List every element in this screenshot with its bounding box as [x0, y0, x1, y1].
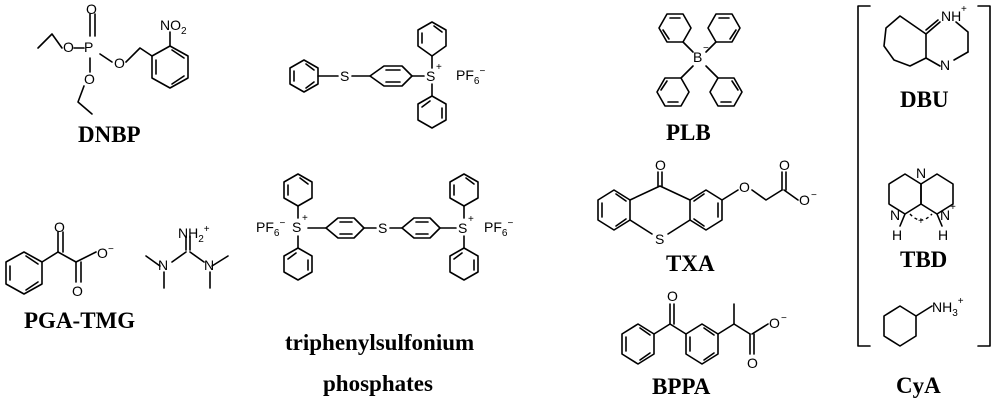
- bppa-name: BPPA: [652, 374, 711, 399]
- bppa-carbonyl-oxygen-label: O: [747, 355, 758, 371]
- bppa-structure: O O O − BPPA: [621, 288, 787, 399]
- dnbp-oxygen-label-1: O: [63, 39, 74, 55]
- dnbp-phosphorus-label: P: [84, 39, 93, 55]
- tps-thioether-label: S: [340, 68, 349, 84]
- tbd-name: TBD: [900, 247, 947, 272]
- txa-ether-oxygen-label: O: [739, 179, 750, 195]
- cya-structure: NH3+ CyA: [883, 296, 964, 398]
- tps-sulfonium-label: S: [426, 68, 435, 84]
- plb-boron-label: B: [693, 49, 702, 65]
- tbd-hydrogen-left-label: H: [892, 227, 902, 243]
- bis-tps-pf6-left-label: PF6−: [256, 218, 285, 239]
- dnbp-oxygen-label-3: O: [84, 71, 95, 87]
- dbu-plus-charge: +: [961, 4, 967, 15]
- tmg-nitrogen-label-2: N: [204, 257, 214, 273]
- dnbp-oxygen-label-4: O: [114, 55, 125, 71]
- bis-tps-sulfonium-left-charge: +: [302, 213, 308, 224]
- bppa-ketone-oxygen-label: O: [667, 288, 678, 304]
- tbd-structure: N N N + + H H TBD: [888, 165, 956, 272]
- plb-boron-charge: −: [703, 43, 709, 54]
- bppa-carboxylate-oxygen-label: O: [769, 315, 780, 331]
- txa-carbonyl-oxygen-label: O: [779, 157, 790, 173]
- dbu-amine-label: N: [940, 57, 950, 73]
- bis-tps-sulfonium-right-label: S: [458, 220, 467, 236]
- bis-tps-sulfonium-left-label: S: [292, 219, 301, 235]
- pga-oxygen-label-2: O: [72, 283, 83, 299]
- pga-tmg-name: PGA-TMG: [24, 308, 135, 333]
- triphenylsulfonium-pf6-structure: S S + PF6−: [289, 21, 485, 129]
- tbd-nitrogen-left-label: N: [890, 207, 900, 223]
- txa-structure: O S O O O − TXA: [597, 157, 817, 276]
- bis-tps-pf6-right-label: PF6−: [484, 218, 513, 239]
- plb-structure: B − PLB: [656, 13, 743, 145]
- bis-tps-thioether-label: S: [378, 220, 387, 236]
- tbd-plus-charge-center: +: [918, 216, 924, 227]
- txa-name: TXA: [666, 251, 715, 276]
- dnbp-name: DNBP: [78, 122, 141, 147]
- pga-oxygen-label-3: O: [97, 245, 108, 261]
- cya-ammonium-label: NH3+: [932, 296, 964, 319]
- tmg-ammonium-label: NH2+: [178, 224, 210, 245]
- superbase-bracket: [857, 5, 991, 347]
- tbd-bridgehead-nitrogen-label: N: [916, 165, 926, 181]
- tmg-nitrogen-label-1: N: [158, 257, 168, 273]
- cya-name: CyA: [896, 373, 941, 398]
- pga-oxygen-label-1: O: [54, 219, 65, 235]
- dbu-name: DBU: [900, 87, 949, 112]
- triphenylsulfonium-label-line2: phosphates: [323, 371, 433, 396]
- triphenylsulfonium-label-line1: triphenylsulfonium: [285, 330, 474, 355]
- pga-minus-charge: −: [108, 244, 114, 255]
- dnbp-oxygen-label-2: O: [86, 1, 97, 17]
- dbu-structure: NH + N DBU: [883, 4, 969, 112]
- txa-minus-charge: −: [811, 190, 817, 201]
- bppa-minus-charge: −: [781, 313, 787, 324]
- pga-tmg-structure: O O O − N N NH2+ PGA-TMG: [5, 219, 229, 333]
- bis-triphenylsulfonium-structure: PF6− S + S S +: [256, 173, 513, 281]
- txa-carboxylate-oxygen-label: O: [799, 192, 810, 208]
- txa-ketone-oxygen-label: O: [655, 157, 666, 173]
- dnbp-nitro-label: NO2: [160, 17, 187, 37]
- tbd-plus-charge-right: +: [950, 202, 956, 213]
- tps-pf6-label: PF6−: [456, 66, 485, 87]
- dnbp-structure: P O O O O NO2 DNBP: [37, 1, 189, 147]
- txa-sulfur-label: S: [655, 231, 664, 247]
- tps-sulfonium-charge: +: [436, 62, 442, 73]
- plb-name: PLB: [666, 120, 711, 145]
- tbd-nitrogen-right-label: N: [940, 207, 950, 223]
- dbu-iminium-label: NH: [941, 8, 961, 24]
- tbd-hydrogen-right-label: H: [938, 227, 948, 243]
- bis-tps-sulfonium-right-charge: +: [468, 214, 474, 225]
